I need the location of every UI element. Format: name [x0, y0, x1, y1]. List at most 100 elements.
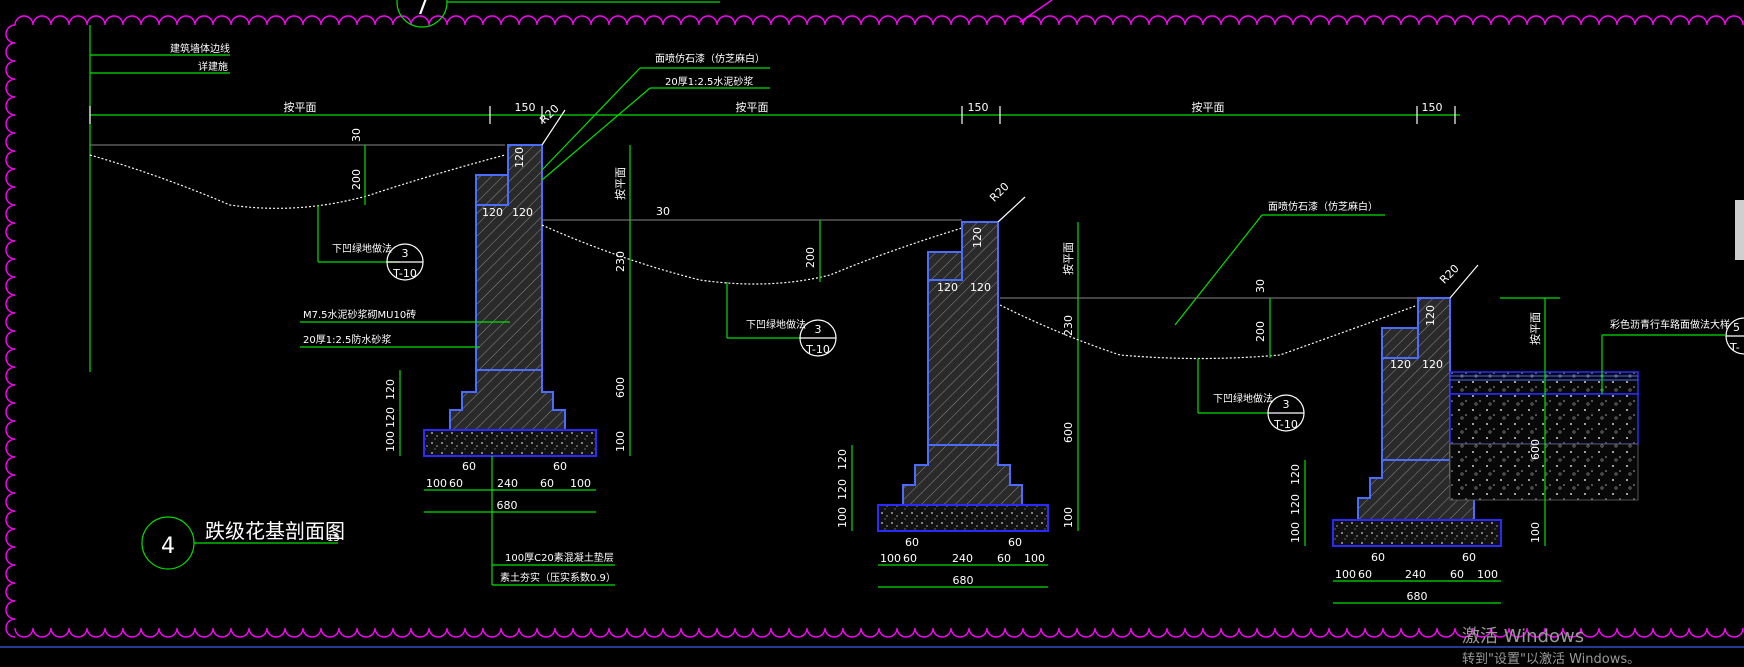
top-callout-number: 7 — [415, 0, 429, 20]
wall-edge-notes: 建筑墙体边线 详建施 — [89, 25, 230, 372]
revision-cloud-border — [5, 15, 1744, 638]
top-dim-per-plan-2: 按平面 — [736, 100, 769, 114]
title-number: 4 — [161, 534, 175, 559]
s1-b100-left: 100 — [426, 477, 447, 490]
s2-d120-a: 120 — [937, 281, 958, 294]
s1-d30: 30 — [350, 128, 363, 142]
s1-note-finish: 面喷仿石漆（仿芝麻白） — [655, 52, 765, 65]
s3-ref-sheet: T-10 — [1273, 418, 1298, 431]
s1-radius: R20 — [537, 102, 561, 126]
see-building-label: 详建施 — [198, 60, 228, 73]
s3-b60-left: 60 — [1358, 568, 1372, 581]
s2-v100: 100 — [836, 507, 849, 528]
drawing-title: 4 跌级花基剖面图 15 — [141, 516, 345, 570]
s2-b680: 680 — [953, 574, 974, 587]
s3-edge-ref-sheet: T- — [1729, 341, 1740, 354]
s2-d200: 200 — [804, 247, 817, 268]
section-3: R20 30 200 120 120 120 下凹绿地做法 3 T-10 按平面… — [999, 262, 1744, 604]
s2-ref-sheet: T-10 — [805, 343, 830, 356]
s2-v120-a: 120 — [836, 449, 849, 470]
s3-b240: 240 — [1405, 568, 1426, 581]
s3-ref-num: 3 — [1283, 398, 1290, 411]
s3-b60-right: 60 — [1450, 568, 1464, 581]
s1-v30: 30 — [656, 205, 670, 218]
s1-note-mortar: 20厚1:2.5水泥砂浆 — [665, 75, 753, 88]
s2-ref-num: 3 — [815, 323, 822, 336]
s1-d120-b: 120 — [512, 206, 533, 219]
s1-waterproof-label: 20厚1:2.5防水砂浆 — [303, 333, 391, 346]
s3-edge-ref-num: 5 — [1733, 321, 1740, 334]
s1-b100-right: 100 — [570, 477, 591, 490]
section-2: R20 200 120 120 120 下凹绿地做法 3 T-10 按平面 23… — [541, 180, 1385, 588]
activate-windows-hint: 转到"设置"以激活 Windows。 — [1462, 652, 1641, 667]
drawing-title-scale: 15 — [327, 533, 340, 544]
s1-b680: 680 — [497, 499, 518, 512]
s3-h60-left: 60 — [1371, 551, 1385, 564]
s2-sunken-label: 下凹绿地做法 — [746, 318, 806, 331]
s3-b680: 680 — [1407, 590, 1428, 603]
s3-per-plan-v: 按平面 — [1528, 312, 1542, 345]
s1-v100: 100 — [384, 431, 397, 452]
s1-compact-label: 素土夯实（压实系数0.9） — [500, 571, 616, 584]
top-callout: 7 — [396, 0, 1053, 28]
s1-b60-left: 60 — [449, 477, 463, 490]
top-dimension-line: 按平面 150 按平面 150 按平面 150 — [89, 100, 1460, 124]
s2-h60-right: 60 — [1008, 536, 1022, 549]
s2-b100-right: 100 — [1024, 552, 1045, 565]
s1-b240: 240 — [497, 477, 518, 490]
s2-d120-top: 120 — [971, 227, 984, 248]
s3-d120-top: 120 — [1424, 305, 1437, 326]
s3-d200: 200 — [1254, 321, 1267, 342]
s1-per-plan-v: 按平面 — [613, 167, 627, 200]
s1-d120-a: 120 — [482, 206, 503, 219]
s3-v100: 100 — [1289, 522, 1302, 543]
top-dim-150-2: 150 — [968, 101, 989, 114]
s2-per-plan-v: 按平面 — [1061, 242, 1075, 275]
s3-b100-left: 100 — [1335, 568, 1356, 581]
s1-v100-right: 100 — [614, 431, 627, 452]
s1-ref-sheet: T-10 — [392, 267, 417, 280]
section-1: 面喷仿石漆（仿芝麻白） 20厚1:2.5水泥砂浆 R20 30 200 120 … — [89, 52, 770, 586]
s1-d200: 200 — [350, 169, 363, 190]
s1-v120-a: 120 — [384, 379, 397, 400]
s1-v600: 600 — [614, 377, 627, 398]
s3-b100-right: 100 — [1477, 568, 1498, 581]
drawing-title-text: 跌级花基剖面图 — [205, 519, 345, 543]
s1-b60-right: 60 — [540, 477, 554, 490]
top-dim-150-3: 150 — [1422, 101, 1443, 114]
s3-radius: R20 — [1437, 262, 1461, 286]
s3-d30: 30 — [1254, 279, 1267, 293]
s3-v600: 600 — [1529, 439, 1542, 460]
s3-d120-a: 120 — [1390, 358, 1411, 371]
top-dim-150-1: 150 — [515, 101, 536, 114]
s3-v120-a: 120 — [1289, 464, 1302, 485]
s1-sunken-label: 下凹绿地做法 — [332, 242, 392, 255]
s3-h60-right: 60 — [1462, 551, 1476, 564]
s2-b100-left: 100 — [880, 552, 901, 565]
s1-h60-left: 60 — [462, 460, 476, 473]
top-dim-per-plan-3: 按平面 — [1192, 100, 1225, 114]
s2-v230: 230 — [1062, 315, 1075, 336]
s2-b60-left: 60 — [903, 552, 917, 565]
s1-brick-label: M7.5水泥砂浆砌MU10砖 — [303, 308, 416, 321]
s3-pavement-note: 彩色沥青行车路面做法大样 — [1610, 318, 1730, 331]
right-scroll-handle[interactable] — [1735, 200, 1744, 260]
s2-h60-left: 60 — [905, 536, 919, 549]
s2-v100-right: 100 — [1062, 507, 1075, 528]
s1-cushion-label: 100厚C20素混凝土垫层 — [505, 551, 614, 564]
s3-sunken-label: 下凹绿地做法 — [1213, 392, 1273, 405]
s1-d120-top: 120 — [513, 147, 526, 168]
s2-b240: 240 — [952, 552, 973, 565]
s2-v600: 600 — [1062, 422, 1075, 443]
s2-b60-right: 60 — [997, 552, 1011, 565]
s2-v120-b: 120 — [836, 479, 849, 500]
s3-v100-right: 100 — [1529, 522, 1542, 543]
s1-ref-num: 3 — [402, 247, 409, 260]
s3-d120-b: 120 — [1422, 358, 1443, 371]
s2-radius: R20 — [987, 180, 1011, 204]
s1-v120-b: 120 — [384, 407, 397, 428]
s2-d120-b: 120 — [970, 281, 991, 294]
s1-v230: 230 — [614, 251, 627, 272]
s2-note-finish: 面喷仿石漆（仿芝麻白） — [1268, 200, 1378, 213]
